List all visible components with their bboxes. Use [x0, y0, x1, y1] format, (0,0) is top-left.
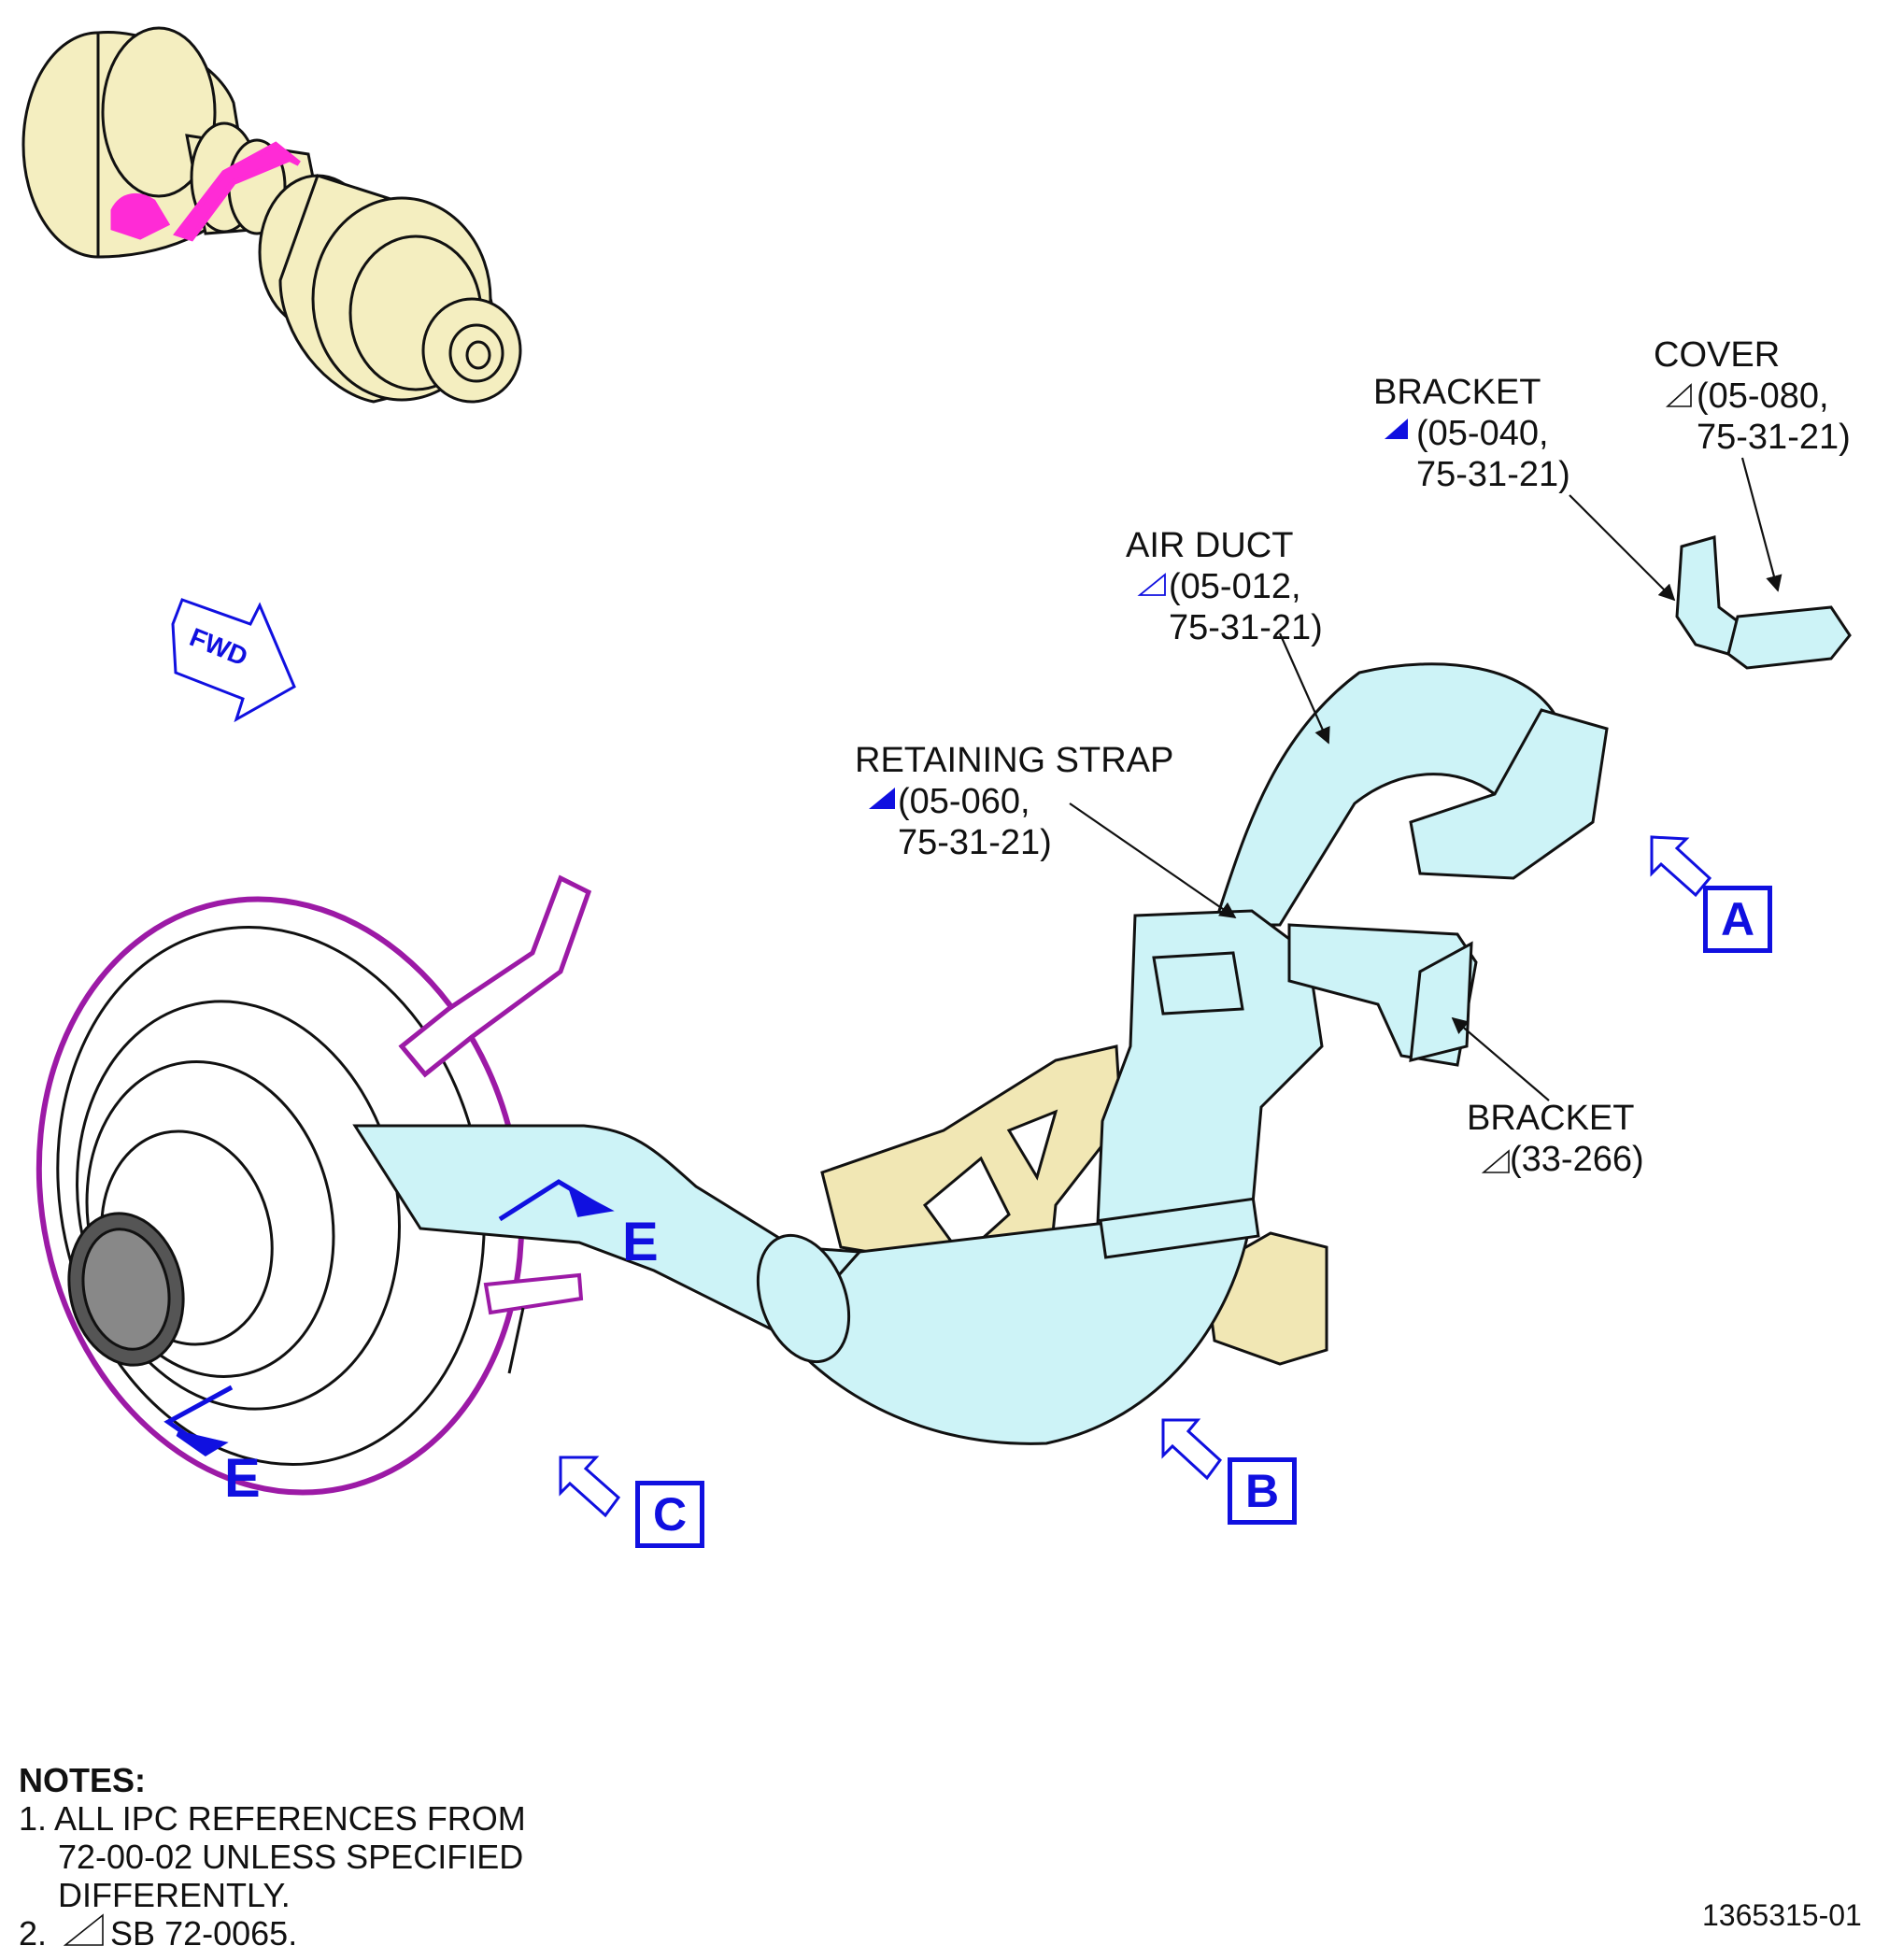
bracket-top-label: BRACKET	[1373, 373, 1541, 412]
leader-lines	[1069, 457, 1782, 1101]
air-duct-ref-2: 75-31-21)	[1169, 608, 1323, 647]
section-e-upper: E	[622, 1212, 659, 1272]
view-c-box: C	[635, 1481, 704, 1548]
note-1-line-2: 72-00-02 UNLESS SPECIFIED	[58, 1838, 524, 1876]
view-c-arrow	[559, 1456, 621, 1518]
bracket-top-callout: BRACKET (05-040, 75-31-21)	[1373, 372, 1570, 495]
bracket-cover-assembly	[1675, 535, 1852, 670]
notes-heading: NOTES:	[19, 1761, 147, 1799]
note-1-line-3: DIFFERENTLY.	[58, 1876, 291, 1914]
air-duct-callout: AIR DUCT (05-012, 75-31-21)	[1126, 525, 1323, 648]
bracket-top-ref-2: 75-31-21)	[1416, 455, 1570, 494]
retaining-strap-callout: RETAINING STRAP (05-060, 75-31-21)	[855, 740, 1173, 863]
fwd-arrow-icon: FWD	[171, 598, 296, 723]
section-e-cutline	[163, 1179, 615, 1456]
notes-block: NOTES: 1. ALL IPC REFERENCES FROM 72-00-…	[19, 1761, 526, 1953]
view-a-arrow	[1650, 835, 1712, 898]
view-a-box: A	[1703, 886, 1772, 953]
note-2-number: 2.	[19, 1914, 48, 1953]
retaining-strap-ref-1: (05-060,	[898, 782, 1030, 821]
note-1-line-1: 1. ALL IPC REFERENCES FROM	[19, 1799, 526, 1838]
retaining-strap-label: RETAINING STRAP	[855, 741, 1174, 780]
exhaust-assembly	[36, 874, 592, 1496]
cover-ref-1: (05-080,	[1697, 376, 1829, 416]
bracket-right-ref-1: (33-266)	[1510, 1140, 1644, 1179]
bracket-top-ref-1: (05-040,	[1416, 414, 1549, 453]
engine-locator-view	[21, 26, 522, 404]
bracket-right-callout: BRACKET (33-266)	[1467, 1098, 1644, 1180]
callout-indicators	[63, 383, 1692, 1946]
view-b-arrow	[1161, 1418, 1223, 1481]
cover-ref-2: 75-31-21)	[1697, 418, 1851, 457]
figure-number: 1365315-01	[1702, 1898, 1862, 1932]
air-duct-label: AIR DUCT	[1126, 526, 1294, 565]
cover-label: COVER	[1654, 335, 1781, 375]
note-2-text: SB 72-0065.	[110, 1914, 298, 1953]
note-2: 2. SB 72-0065.	[19, 1914, 526, 1953]
retaining-strap-ref-2: 75-31-21)	[898, 823, 1052, 862]
section-e-lower: E	[224, 1448, 261, 1509]
bracket-right-label: BRACKET	[1467, 1099, 1635, 1138]
air-duct-ref-1: (05-012,	[1169, 567, 1301, 606]
view-b-box: B	[1228, 1457, 1297, 1525]
cover-callout: COVER (05-080, 75-31-21)	[1654, 334, 1851, 458]
